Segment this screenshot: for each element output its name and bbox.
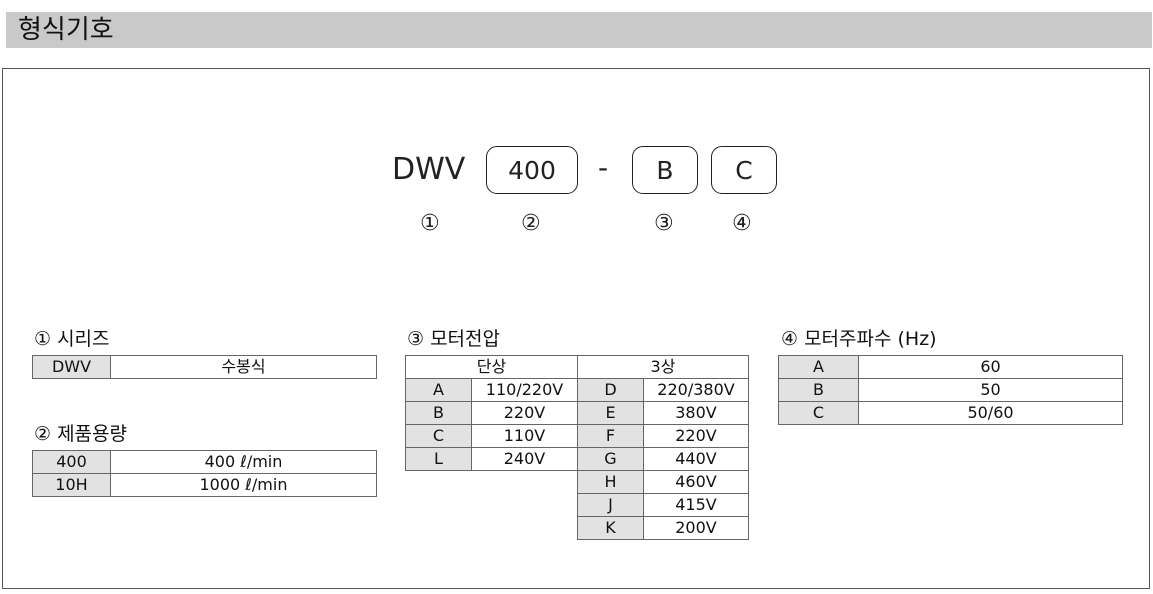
table-row: B 50 — [778, 378, 1123, 402]
empty-cell — [406, 471, 578, 494]
voltage-table: 단상 3상 A 110/220V D 220/380V B 220V E 380… — [405, 355, 749, 540]
table-row: C 110V F 220V — [405, 424, 749, 448]
table-row: H 460V — [406, 470, 749, 494]
table-row: DWV 수봉식 — [32, 355, 377, 379]
table-row: A 110/220V D 220/380V — [405, 378, 749, 402]
voltage-code: G — [577, 447, 644, 471]
table-row: A 60 — [778, 355, 1123, 379]
voltage-value: 220V — [643, 424, 749, 448]
voltage-value: 110/220V — [471, 378, 578, 402]
capacity-value: 1000 ℓ/min — [110, 473, 377, 497]
frequency-code: A — [778, 355, 859, 379]
capacity-title: ② 제품용량 — [34, 423, 127, 445]
marker-3: ③ — [654, 211, 674, 236]
voltage-value: 220/380V — [643, 378, 749, 402]
capacity-code: 400 — [32, 450, 111, 474]
series-table: DWV 수봉식 — [32, 355, 377, 379]
voltage-code: K — [577, 516, 644, 540]
table-row: 400 400 ℓ/min — [32, 450, 377, 474]
table-row: 단상 3상 — [405, 355, 749, 379]
voltage-value: 440V — [643, 447, 749, 471]
frequency-value: 50 — [858, 378, 1123, 402]
marker-4: ④ — [732, 211, 752, 236]
table-row: 10H 1000 ℓ/min — [32, 473, 377, 497]
code-prefix: DWV — [392, 152, 466, 187]
table-row: C 50/60 — [778, 401, 1123, 425]
voltage-value: 240V — [471, 447, 578, 471]
frequency-title: ④ 모터주파수 (Hz) — [781, 328, 937, 350]
table-row: J 415V — [406, 493, 749, 517]
voltage-code: H — [577, 470, 644, 494]
frequency-table: A 60 B 50 C 50/60 — [778, 355, 1123, 425]
voltage-code: J — [577, 493, 644, 517]
voltage-code: E — [577, 401, 644, 425]
voltage-code: D — [577, 378, 644, 402]
table-row: K 200V — [406, 516, 749, 540]
frequency-code: B — [778, 378, 859, 402]
model-code-frame — [2, 68, 1150, 589]
header-bar: 형식기호 — [6, 12, 1152, 48]
series-desc: 수봉식 — [110, 355, 377, 379]
code-dash: - — [598, 151, 609, 184]
page-title: 형식기호 — [18, 15, 114, 45]
frequency-value: 60 — [858, 355, 1123, 379]
voltage-code: B — [405, 401, 472, 425]
voltage-single-header: 단상 — [405, 355, 578, 379]
voltage-code: A — [405, 378, 472, 402]
voltage-value: 460V — [643, 470, 749, 494]
voltage-value: 200V — [643, 516, 749, 540]
code-frequency-box: C — [711, 146, 777, 194]
code-voltage-box: B — [632, 146, 698, 194]
voltage-value: 220V — [471, 401, 578, 425]
empty-cell — [406, 517, 578, 540]
capacity-value: 400 ℓ/min — [110, 450, 377, 474]
code-capacity-box: 400 — [486, 146, 578, 194]
marker-2: ② — [521, 211, 541, 236]
voltage-code: F — [577, 424, 644, 448]
marker-1: ① — [420, 211, 440, 236]
voltage-value: 380V — [643, 401, 749, 425]
voltage-value: 415V — [643, 493, 749, 517]
voltage-title: ③ 모터전압 — [407, 328, 500, 350]
table-row: L 240V G 440V — [405, 447, 749, 471]
capacity-table: 400 400 ℓ/min 10H 1000 ℓ/min — [32, 450, 377, 497]
frequency-code: C — [778, 401, 859, 425]
voltage-three-header: 3상 — [577, 355, 749, 379]
voltage-value: 110V — [471, 424, 578, 448]
capacity-code: 10H — [32, 473, 111, 497]
series-code: DWV — [32, 355, 111, 379]
voltage-code: C — [405, 424, 472, 448]
frequency-value: 50/60 — [858, 401, 1123, 425]
voltage-code: L — [405, 447, 472, 471]
series-title: ① 시리즈 — [34, 328, 110, 350]
table-row: B 220V E 380V — [405, 401, 749, 425]
empty-cell — [406, 494, 578, 517]
